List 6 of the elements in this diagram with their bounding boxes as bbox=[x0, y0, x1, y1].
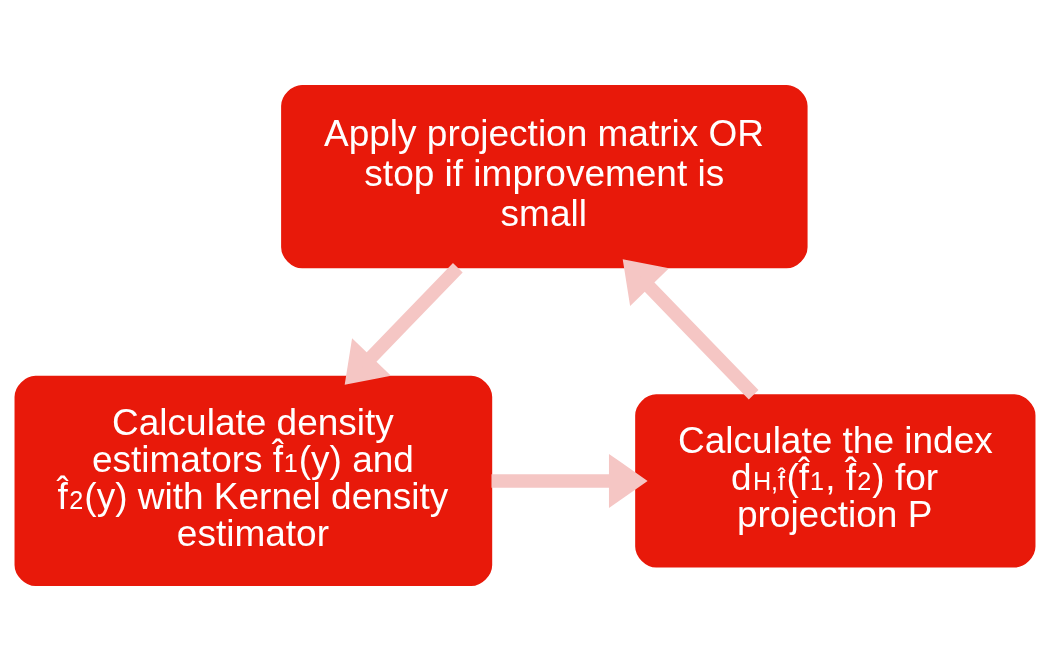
node-box: Calculate the index dH,f̂(f̂1, f̂2) for projection P bbox=[635, 394, 1036, 568]
arrow bbox=[491, 453, 648, 509]
node-box: Apply projection matrix OR stop if improvement is small bbox=[281, 84, 808, 269]
arrow bbox=[344, 263, 463, 385]
arrow bbox=[622, 259, 759, 400]
node-box: Calculate density estimators f̂1(y) and f̂2(y) with Kernel density estimator bbox=[14, 375, 493, 587]
